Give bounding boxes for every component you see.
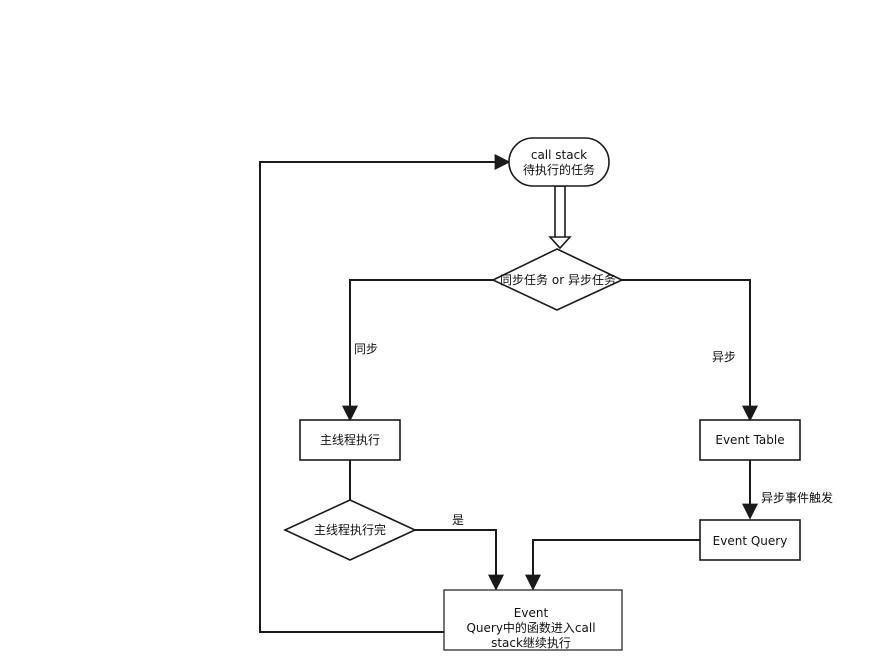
edge-sync (342, 279, 493, 422)
decision-sync-async-diamond (491, 248, 624, 311)
edge-query-to-stack (525, 539, 700, 591)
main-thread-done-label: 主线程执行完 (314, 522, 386, 537)
edge-loop-back (259, 154, 511, 633)
event-query-label: Event Query (713, 534, 788, 548)
event-table-label: Event Table (715, 433, 784, 447)
edge-label-yes: 是 (452, 513, 464, 527)
main-thread-label: 主线程执行 (320, 432, 380, 447)
hollow-arrow-head (548, 236, 572, 250)
main-thread-done-diamond (283, 499, 417, 561)
node-call-stack: call stack 待执行的任务 (508, 137, 610, 187)
call-stack-line2: 待执行的任务 (523, 162, 595, 177)
hollow-arrow (548, 185, 572, 250)
push-to-stack-box (443, 589, 623, 651)
event-table-box (699, 419, 801, 461)
node-event-query: Event Query (699, 519, 801, 561)
push-to-stack-line3: stack继续执行 (491, 636, 571, 650)
decision-sync-async-label: 同步任务 or 异步任务 (500, 272, 616, 287)
event-query-box (699, 519, 801, 561)
node-event-table: Event Table (699, 419, 801, 461)
main-thread-box (299, 419, 401, 461)
push-to-stack-line2: Query中的函数进入call (466, 620, 595, 635)
node-main-thread-done: 主线程执行完 (283, 499, 417, 561)
call-stack-line1: call stack (531, 148, 587, 162)
push-to-stack-line1: Event (514, 606, 549, 620)
edge-label-sync: 同步 (354, 342, 378, 356)
edge-async (622, 279, 758, 422)
edge-yes (415, 529, 504, 591)
node-push-to-stack: Event Query中的函数进入call stack继续执行 (443, 589, 623, 651)
hollow-arrow-shaft (554, 185, 566, 239)
edge-label-event-triggered: 异步事件触发 (761, 490, 833, 505)
call-stack-pill (508, 137, 610, 187)
node-decision-sync-async: 同步任务 or 异步任务 (491, 248, 624, 311)
node-main-thread: 主线程执行 (299, 419, 401, 461)
connectors (259, 154, 758, 633)
edge-label-async: 异步 (712, 350, 736, 364)
